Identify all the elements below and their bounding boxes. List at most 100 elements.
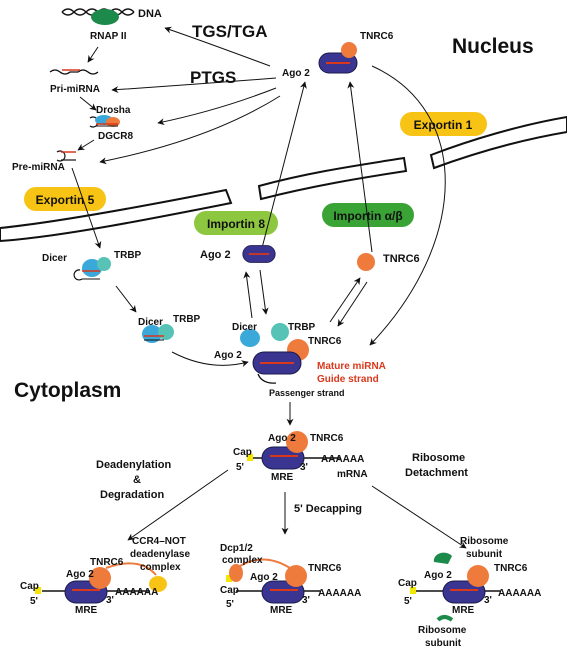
three-prime-label: 3' bbox=[300, 462, 308, 473]
tnrc6-shuttle-arrows bbox=[329, 277, 368, 327]
tnrc6-nucleus-icon bbox=[341, 42, 357, 58]
dna-label: DNA bbox=[138, 8, 162, 20]
three-o2-label: 3' bbox=[302, 595, 310, 606]
dicer-2-label: Dicer bbox=[138, 317, 163, 328]
ago2-3-label: Ago 2 bbox=[214, 350, 242, 361]
arrow-dicer-step bbox=[115, 285, 137, 313]
pri-mirna-icon bbox=[49, 69, 99, 75]
importin-ab-label: Importin α/β bbox=[333, 209, 402, 223]
cap-o3-label: Cap bbox=[398, 578, 417, 589]
mature-mirna-label: Mature miRNA bbox=[317, 361, 386, 372]
ccr4-2-label: deadenylase bbox=[130, 549, 190, 560]
mre-o3-label: MRE bbox=[452, 605, 475, 616]
mrna-target-icon bbox=[247, 431, 340, 470]
polya-o2-label: AAAAAA bbox=[318, 588, 361, 599]
drosha-dgcr8-icon bbox=[89, 115, 120, 128]
polya-label: AAAAAA bbox=[321, 454, 364, 465]
tnrc6-cyto-icon bbox=[357, 253, 375, 271]
deadenylation-label: Deadenylation bbox=[96, 459, 171, 471]
tnrc6-mrna-label: TNRC6 bbox=[310, 433, 344, 444]
tnrc6-o3-label: TNRC6 bbox=[494, 563, 528, 574]
exportin5-pill bbox=[24, 187, 106, 211]
ago2-mrna-label: Ago 2 bbox=[268, 433, 296, 444]
transport-arrows bbox=[261, 65, 446, 346]
ago2-o1-label: Ago 2 bbox=[66, 569, 94, 580]
mre-o1-label: MRE bbox=[75, 605, 98, 616]
ribosome-detachment-icon bbox=[410, 552, 500, 622]
ribo-sub-bot-2-label: subunit bbox=[425, 638, 462, 649]
nucleus-label: Nucleus bbox=[452, 35, 534, 58]
ago2-cyto-icon bbox=[242, 244, 276, 264]
cytoplasm-label: Cytoplasm bbox=[14, 379, 121, 402]
trbp-2-label: TRBP bbox=[173, 314, 201, 325]
cap-o2-label: Cap bbox=[220, 585, 239, 596]
importin8-label: Importin 8 bbox=[207, 217, 265, 231]
exportin1-label: Exportin 1 bbox=[414, 118, 473, 132]
trbp-1-label: TRBP bbox=[114, 250, 142, 261]
nuclear-arrows bbox=[77, 26, 281, 165]
exportin5-label: Exportin 5 bbox=[36, 193, 95, 207]
ribo-sub-bot-1-label: Ribosome bbox=[418, 625, 467, 636]
cap-label: Cap bbox=[233, 447, 252, 458]
ribo-sub-top-1-label: Ribosome bbox=[460, 536, 509, 547]
polya-o3-label: AAAAAA bbox=[498, 588, 541, 599]
tnrc6-o1-label: TNRC6 bbox=[90, 557, 124, 568]
drosha-label: Drosha bbox=[96, 105, 131, 116]
tnrc6-cyto-label: TNRC6 bbox=[383, 253, 420, 265]
ccr4-1-label: CCR4–NOT bbox=[132, 536, 186, 547]
dicer-trbp-1-icon bbox=[73, 257, 111, 281]
mrna-label: mRNA bbox=[337, 469, 368, 480]
guide-strand-label: Guide strand bbox=[317, 374, 379, 385]
ago2-o2-label: Ago 2 bbox=[250, 572, 278, 583]
tnrc6-o2-label: TNRC6 bbox=[308, 563, 342, 574]
arrow-to-riscl bbox=[171, 351, 249, 367]
exportin1-pill bbox=[400, 112, 487, 136]
tnrc6-nucleus-label: TNRC6 bbox=[360, 31, 394, 42]
tgs-tga-label: TGS/TGA bbox=[192, 22, 268, 41]
importin8-pill bbox=[194, 211, 278, 235]
nuclear-envelope bbox=[0, 115, 567, 243]
five-o3-label: 5' bbox=[404, 596, 412, 607]
ago2-cyto-label: Ago 2 bbox=[200, 249, 231, 261]
ago2-o3-label: Ago 2 bbox=[424, 570, 452, 581]
tnrc6-3-label: TNRC6 bbox=[308, 336, 342, 347]
ago2-nucleus-label: Ago 2 bbox=[282, 68, 310, 79]
cap-o1-label: Cap bbox=[20, 581, 39, 592]
ccr4-3-label: complex bbox=[140, 562, 181, 573]
ribo-sub-top-2-label: subunit bbox=[466, 549, 503, 560]
dicer-trbp-2-icon bbox=[142, 324, 174, 343]
rnap-label: RNAP II bbox=[90, 31, 127, 42]
five-o2-label: 5' bbox=[226, 599, 234, 610]
ampersand-label: & bbox=[133, 474, 141, 486]
dgcr8-label: DGCR8 bbox=[98, 131, 133, 142]
mre-o2-label: MRE bbox=[270, 605, 293, 616]
arrow-pre-to-dicer bbox=[71, 167, 102, 249]
five-prime-label: 5' bbox=[236, 462, 244, 473]
degradation-label: Degradation bbox=[100, 489, 164, 501]
ago2-shuttle-arrows bbox=[243, 269, 269, 319]
importin-ab-pill bbox=[322, 203, 414, 227]
dicer-3-label: Dicer bbox=[232, 322, 257, 333]
three-o3-label: 3' bbox=[484, 595, 492, 606]
five-o1-label: 5' bbox=[30, 596, 38, 607]
envelope-segment-mid bbox=[257, 156, 408, 201]
decapping-complex-icon bbox=[226, 558, 320, 604]
dcp-1-label: Dcp1/2 bbox=[220, 543, 253, 554]
pre-mirna-label: Pre-miRNA bbox=[12, 162, 65, 173]
passenger-strand-label: Passenger strand bbox=[269, 388, 345, 398]
pri-mirna-label: Pri-miRNA bbox=[50, 84, 100, 95]
deadenylation-complex-icon bbox=[35, 562, 167, 604]
rnap-ii-icon bbox=[91, 9, 119, 25]
decapping-label: 5' Decapping bbox=[294, 503, 362, 515]
polya-o1-label: AAAAAA bbox=[115, 587, 158, 598]
pre-mirna-icon bbox=[56, 150, 76, 162]
outcome-arrows bbox=[127, 469, 467, 549]
risc-loading-icon bbox=[240, 323, 309, 384]
ribosome-detach-1-label: Ribosome bbox=[412, 452, 465, 464]
dicer-1-label: Dicer bbox=[42, 253, 67, 264]
mre-label: MRE bbox=[271, 472, 294, 483]
dcp-2-label: complex bbox=[222, 555, 263, 566]
envelope-segment-right bbox=[429, 115, 567, 170]
